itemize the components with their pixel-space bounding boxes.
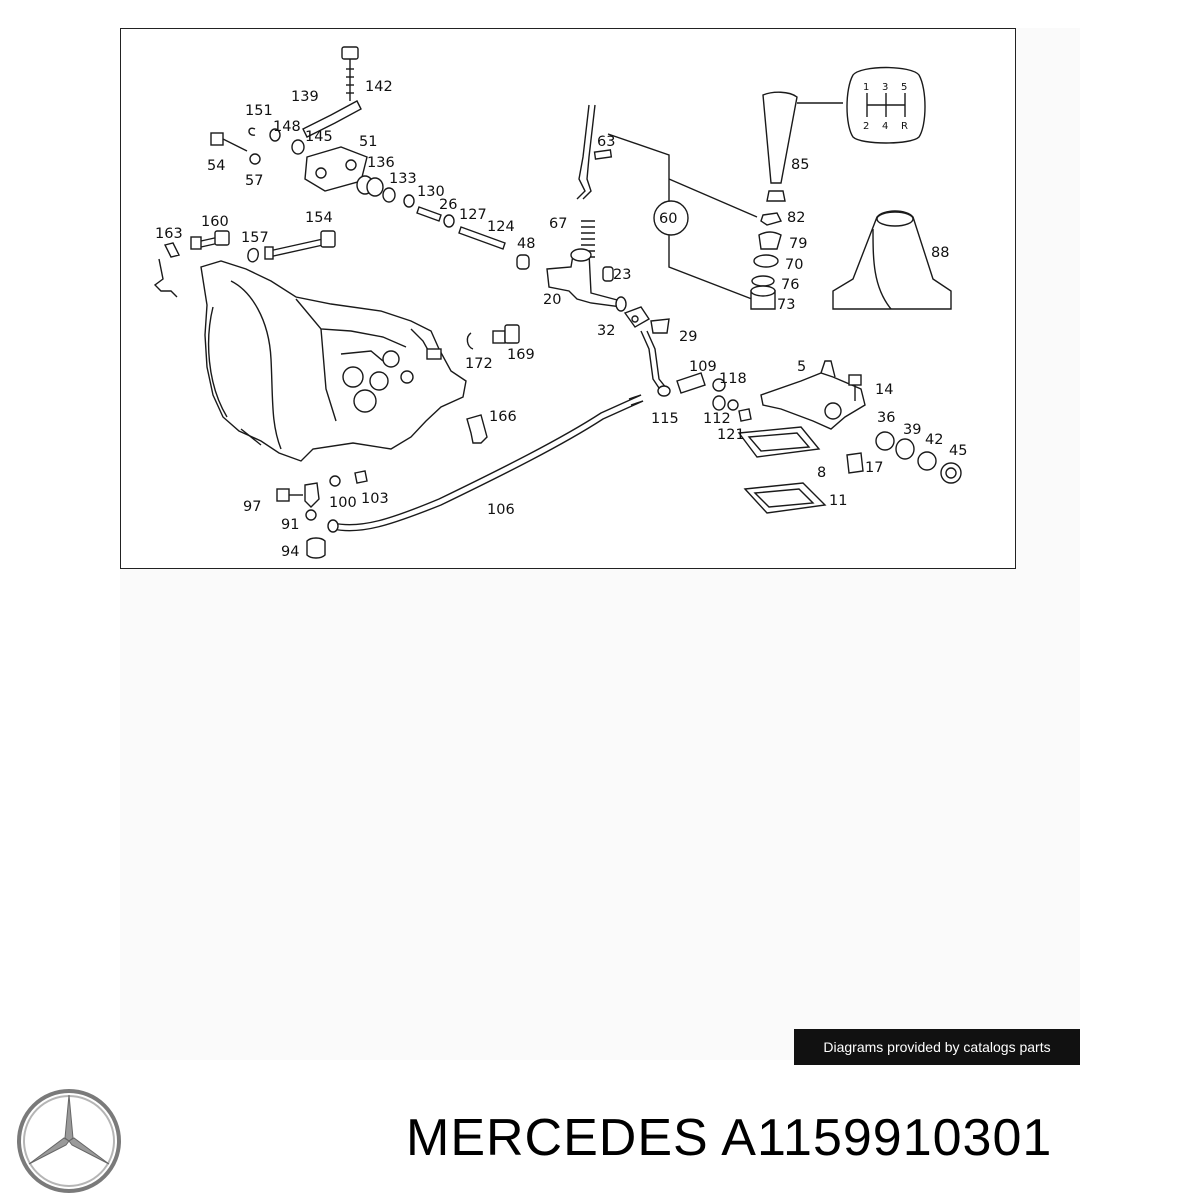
diagram-credit-banner: Diagrams provided by catalogs parts [794,1029,1080,1065]
part-label: 32 [597,323,615,339]
shift-housing-parts [737,360,962,514]
part-label: 130 [417,184,445,200]
part-label: 48 [517,236,535,252]
part-label: 23 [613,267,631,283]
part-label: 163 [155,226,183,242]
part-label: 45 [949,443,967,459]
part-label: 115 [651,411,679,427]
part-label: 70 [785,257,803,273]
product-title: MERCEDES A1159910301 [406,1109,1053,1167]
part-label: 169 [507,347,535,363]
shift-pattern-2: 2 [863,121,869,132]
part-label: 26 [439,197,457,213]
part-label: 82 [787,210,805,226]
part-label: 5 [797,359,806,375]
upper-linkage-parts [210,46,530,270]
middle-small-parts [466,324,520,444]
part-label: 60 [659,211,677,227]
part-label: 20 [543,292,561,308]
shift-pattern-4: 4 [882,121,888,132]
part-label: 106 [487,502,515,518]
part-label: 36 [877,410,895,426]
part-label: 148 [273,119,301,135]
part-label: 85 [791,157,809,173]
part-label: 172 [465,356,493,372]
part-label: 67 [549,216,567,232]
part-label: 88 [931,245,949,261]
part-label: 151 [245,103,273,119]
part-label: 29 [679,329,697,345]
part-label: 118 [719,371,747,387]
part-label: 39 [903,422,921,438]
part-label: 136 [367,155,395,171]
part-number-labels: 142 139 151 148 145 51 54 57 136 133 130… [155,79,967,560]
part-label: 139 [291,89,319,105]
part-label: 97 [243,499,261,515]
part-label: 142 [365,79,393,95]
part-label: 42 [925,432,943,448]
part-label: 157 [241,230,269,246]
part-label: 8 [817,465,826,481]
mercedes-star-icon [14,1086,124,1201]
part-label: 51 [359,134,377,150]
part-label: 145 [305,129,333,145]
part-label: 133 [389,171,417,187]
part-label: 124 [487,219,515,235]
shift-rod-assembly [546,104,671,397]
part-label: 76 [781,277,799,293]
part-label: 57 [245,173,263,189]
shift-pattern-1: 1 [863,82,869,93]
part-label: 94 [281,544,299,560]
part-label: 112 [703,411,731,427]
part-label: 17 [865,460,883,476]
part-label: 79 [789,236,807,252]
selector-cable [327,394,644,533]
shift-pattern-badge: 1 3 5 2 4 R [846,66,926,144]
right-linkage-parts [676,372,752,422]
part-label: 160 [201,214,229,230]
part-label: 73 [777,297,795,313]
part-label: 109 [689,359,717,375]
part-label: 154 [305,210,333,226]
parts-diagram: 1 3 5 2 4 R [120,28,1016,569]
part-label: 121 [717,427,745,443]
part-label: 63 [597,134,615,150]
gearbox-housing [200,260,467,462]
part-label: 100 [329,495,357,511]
part-label: 11 [829,493,847,509]
part-label: 91 [281,517,299,533]
left-small-parts [153,230,336,298]
shift-pattern-5: 5 [901,82,907,93]
shift-pattern-r: R [901,121,908,132]
part-label: 103 [361,491,389,507]
group-leaders [607,133,758,302]
part-label: 14 [875,382,893,398]
part-label: 127 [459,207,487,223]
part-label: 166 [489,409,517,425]
shift-pattern-3: 3 [882,82,888,93]
lower-left-parts [276,470,368,559]
shift-knob-parts [750,91,952,310]
part-label: 54 [207,158,225,174]
